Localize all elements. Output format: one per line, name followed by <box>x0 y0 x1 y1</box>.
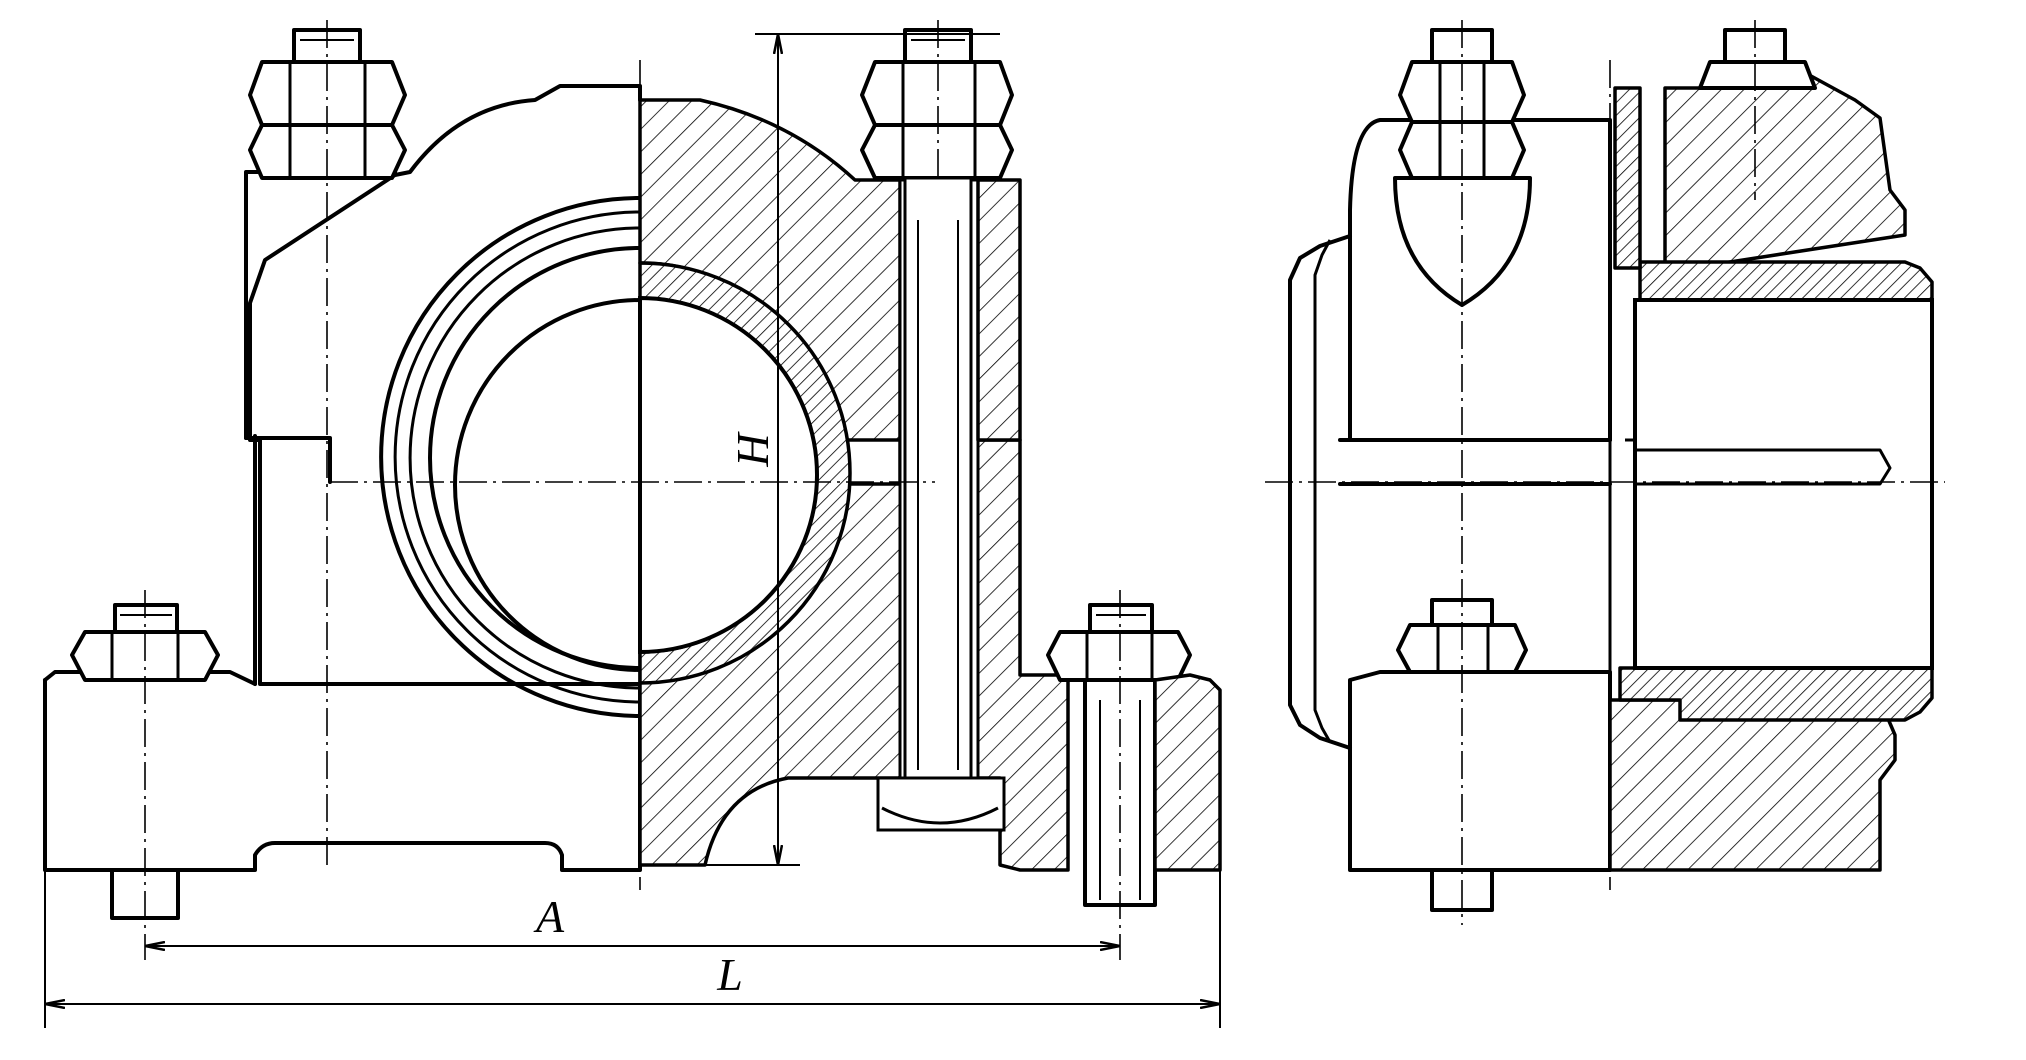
side-cap-section <box>1663 68 1907 274</box>
side-base-section <box>1608 698 1897 872</box>
base-right-block <box>1153 673 1222 872</box>
foot-nut-right <box>1046 603 1192 907</box>
front-view: H A L <box>43 20 1222 1028</box>
shaft-bore-left <box>453 298 642 672</box>
cap-bolt-shank <box>903 176 973 780</box>
cap-parting-line <box>244 436 332 484</box>
bore-ring-outer <box>379 196 642 718</box>
side-shaft-key <box>1625 438 1892 486</box>
shaft-bore-right <box>638 295 819 655</box>
side-liner-top <box>1638 260 1934 302</box>
side-liner-bottom <box>1618 666 1934 722</box>
bolt-channel-right-wall <box>976 178 1022 442</box>
cap-outline-left <box>244 170 397 440</box>
dim-a-label: A <box>533 891 565 942</box>
bore-ring-2 <box>393 210 641 704</box>
cap-nut-left <box>248 28 407 180</box>
housing-outline-left <box>43 84 642 872</box>
dim-l-label: L <box>716 949 743 1000</box>
side-seal-flange <box>1288 234 1352 750</box>
bore-ring-3 <box>408 226 641 690</box>
dim-h-label: H <box>727 431 778 468</box>
side-cap-nut-right <box>1698 28 1817 90</box>
cap-nut-right <box>860 28 1014 180</box>
side-seal-flange-inner <box>1313 239 1332 743</box>
side-view <box>1265 20 1945 925</box>
cap-bolt-head-curve <box>881 806 999 825</box>
side-seal-strip <box>1613 86 1642 270</box>
